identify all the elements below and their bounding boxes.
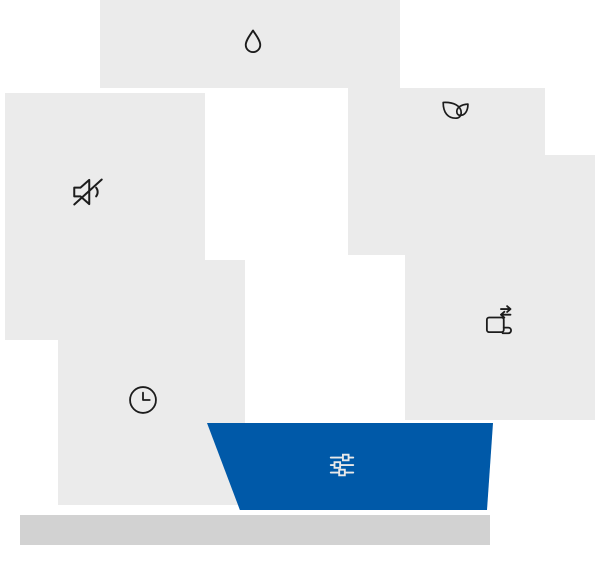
water-drop-icon <box>244 29 262 53</box>
sliders-icon <box>329 453 355 477</box>
clock-icon <box>129 386 157 414</box>
tile-time[interactable] <box>58 260 245 505</box>
plug-swap-icon <box>485 305 512 335</box>
highlight-settings[interactable] <box>207 423 493 510</box>
tile-water[interactable] <box>100 0 400 88</box>
speaker-muted-icon <box>73 178 103 206</box>
leaves-icon <box>442 101 469 120</box>
tile-power[interactable] <box>405 155 595 420</box>
base-bar <box>20 515 490 545</box>
